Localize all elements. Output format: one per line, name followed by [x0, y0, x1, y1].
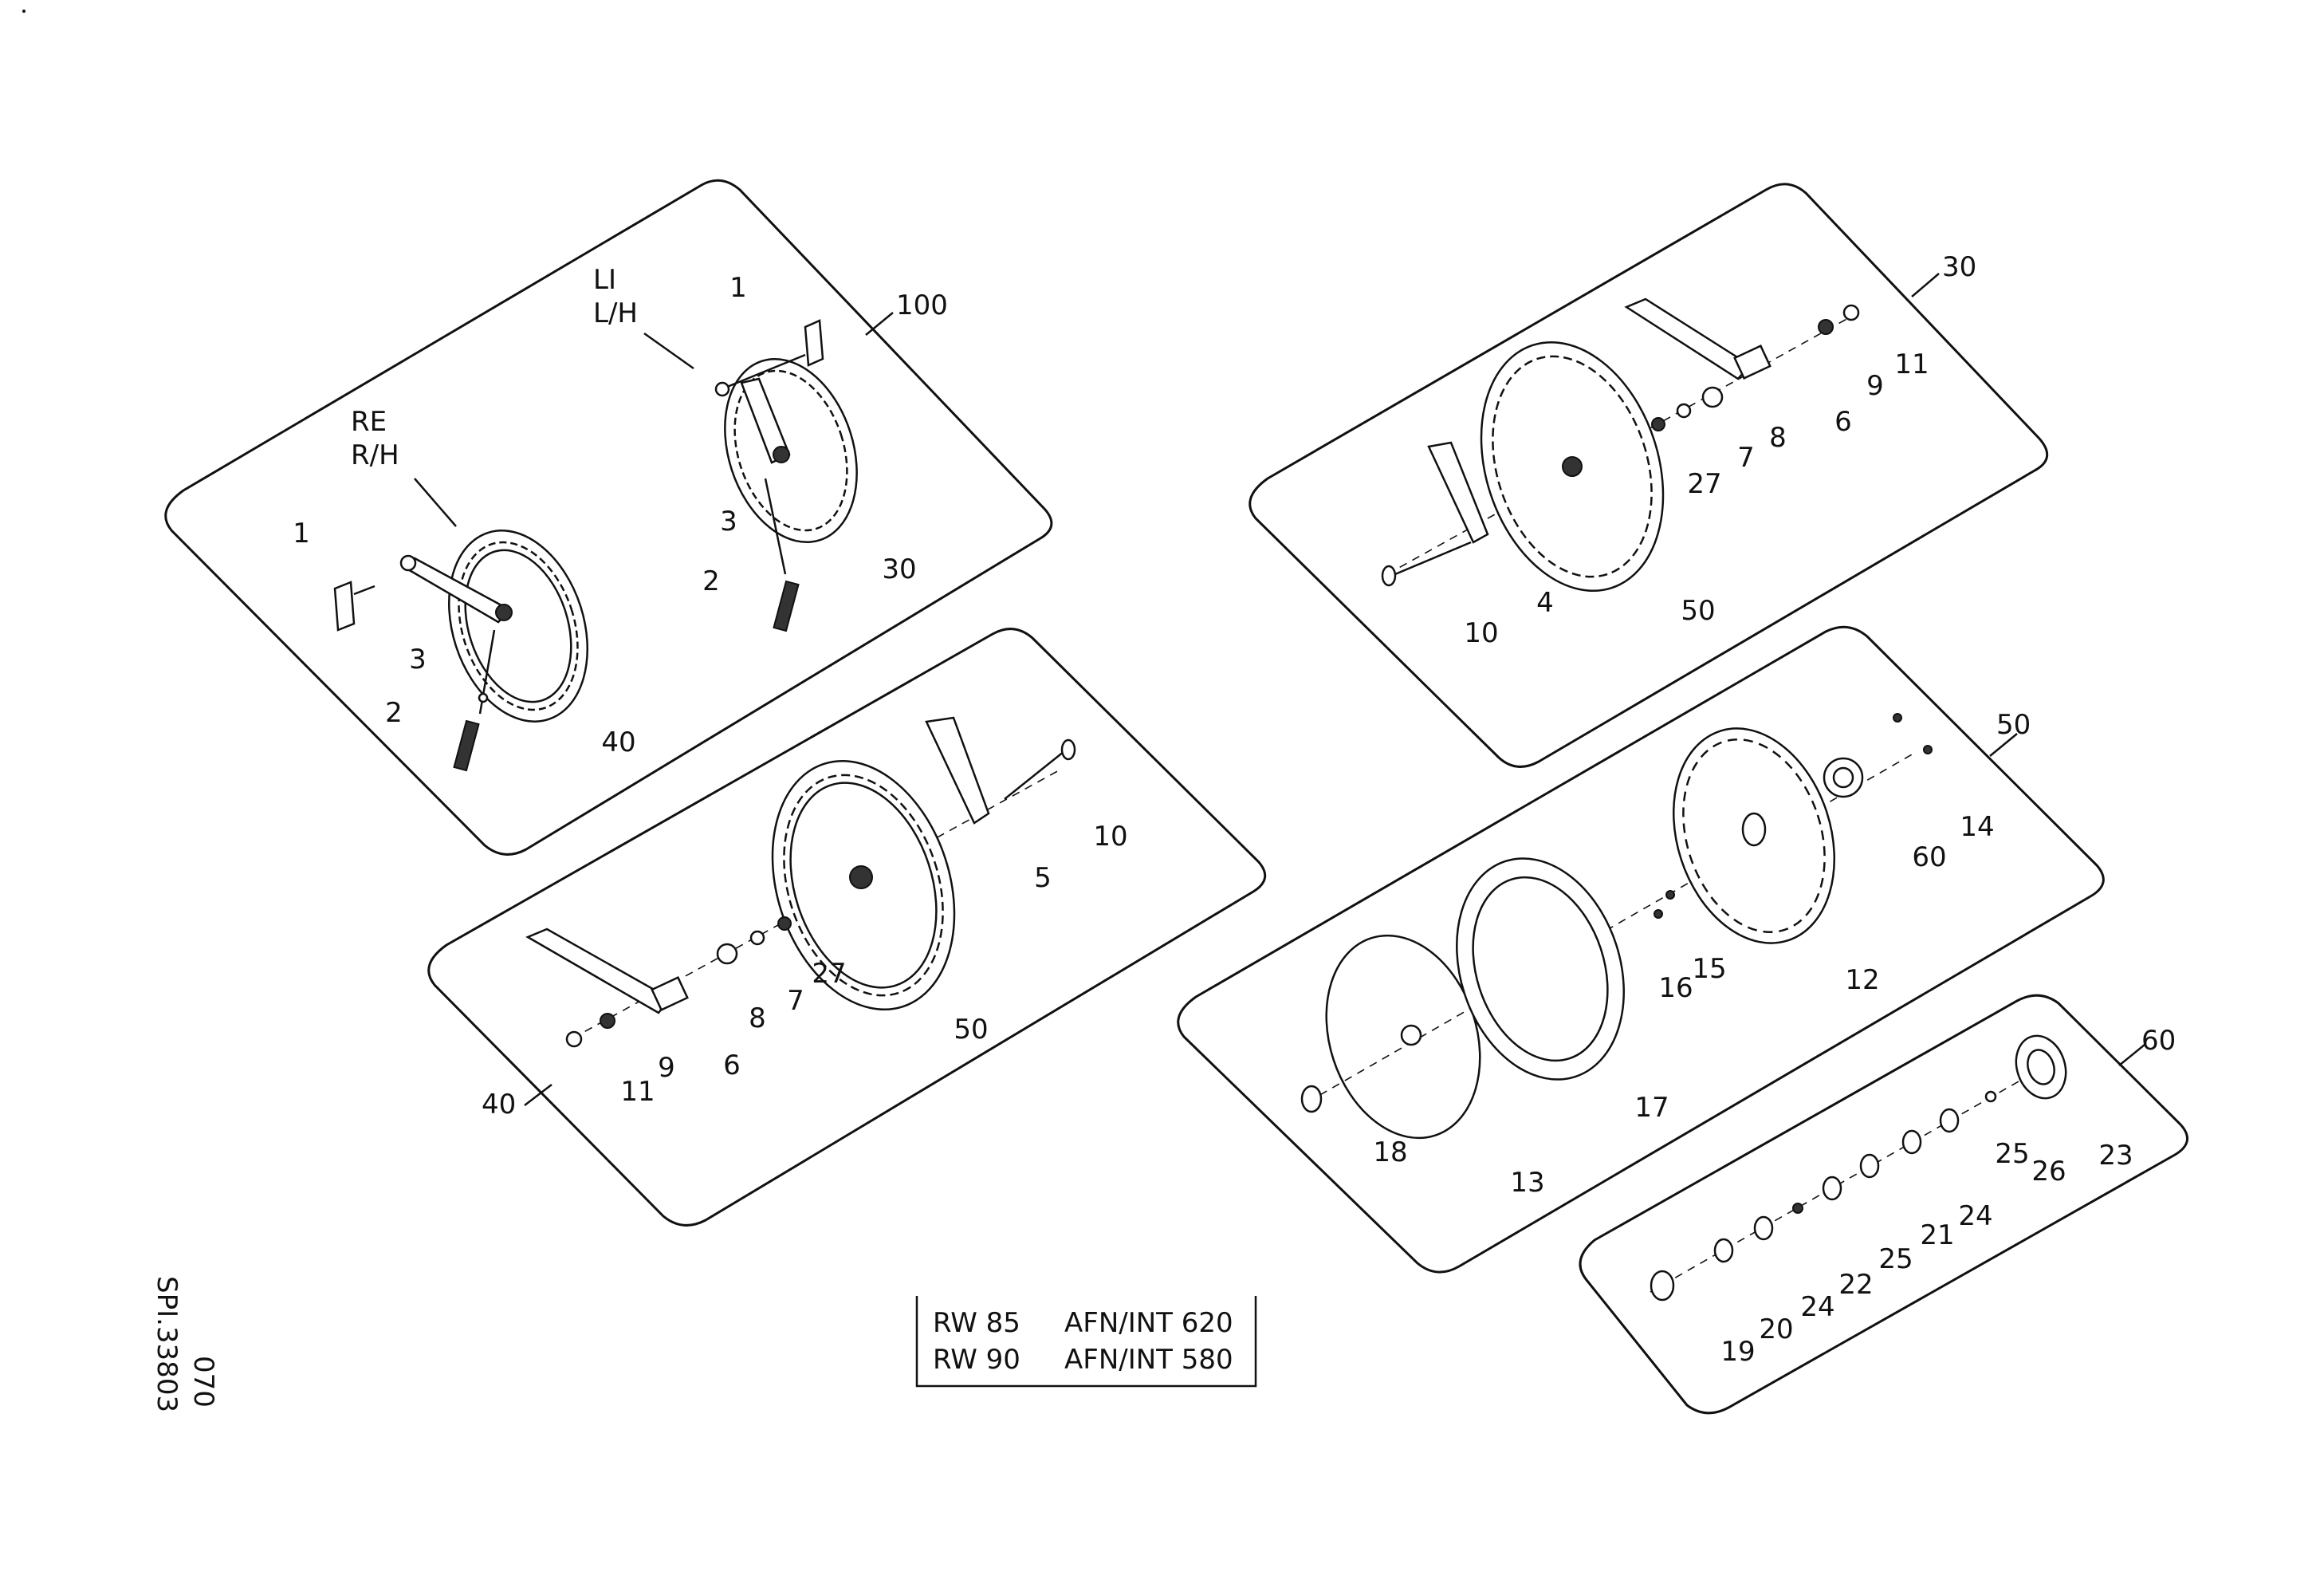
callout-p60-9: 19	[1720, 1336, 1755, 1368]
wheel-assembly-right-hand	[333, 530, 589, 772]
panel-60	[1579, 994, 2188, 1415]
group-label-100: 100	[896, 289, 948, 321]
callout-p60-0: 23	[2098, 1140, 2133, 1172]
callout-p50-6: 18	[1373, 1136, 1407, 1168]
side-label-li: LI	[593, 264, 616, 296]
group-label-60: 60	[2141, 1025, 2176, 1057]
callout-p30-3: 8	[1769, 422, 1787, 454]
callout-p50-7: 13	[1510, 1167, 1544, 1199]
callout-p50-2: 12	[1845, 964, 1879, 996]
hub-23	[2015, 1034, 2067, 1100]
codes-row-1-code: AFN/INT 620	[1064, 1307, 1233, 1339]
codes-row-1-rw: RW 85	[933, 1307, 1020, 1339]
lever-6-b	[1624, 297, 1752, 380]
callout-p50-3: 15	[1692, 953, 1726, 985]
side-label-rh: R/H	[351, 439, 399, 471]
callout-p60-6: 22	[1838, 1269, 1873, 1301]
panel-60-outline	[1579, 994, 2188, 1415]
lever-6	[525, 927, 671, 1014]
callout-p40-6: 6	[723, 1050, 741, 1081]
callout-p60-2: 25	[1995, 1138, 2029, 1170]
codes-row-2-rw: RW 90	[933, 1344, 1020, 1376]
group-label-40: 40	[482, 1089, 516, 1120]
panel-100	[164, 179, 1053, 856]
callout-p40-7: 9	[658, 1052, 675, 1084]
callout-p30-2: 6	[1834, 406, 1852, 438]
callout-p40-3: 27	[812, 958, 846, 990]
callout-p50-5: 17	[1634, 1092, 1669, 1124]
callout-p30-6: 50	[1681, 595, 1715, 627]
group-label-30: 30	[1942, 251, 1976, 283]
callout-p30-8: 10	[1464, 617, 1498, 649]
corner-dot	[22, 10, 26, 13]
arm-4	[1427, 441, 1489, 544]
callout-p100-1: 3	[409, 644, 427, 675]
callout-p40-4: 7	[787, 985, 804, 1017]
codes-row-2-code: AFN/INT 580	[1064, 1344, 1233, 1376]
callout-p100-3: 40	[601, 727, 635, 758]
callout-p100-6: 2	[702, 565, 720, 597]
panel-30-outline	[1249, 183, 2048, 768]
callout-p40-2: 50	[954, 1014, 988, 1046]
callout-p40-0: 10	[1093, 821, 1127, 853]
callout-p100-4: 1	[729, 272, 747, 304]
callout-p100-7: 30	[882, 553, 916, 585]
callout-p50-1: 60	[1912, 841, 1946, 873]
panel-30	[1249, 183, 2048, 768]
callout-p30-0: 11	[1894, 349, 1929, 380]
callout-p100-2: 2	[385, 697, 403, 729]
panel-50-outline	[1177, 625, 2105, 1274]
callout-p40-8: 11	[620, 1076, 655, 1108]
group-label-50: 50	[1996, 709, 2031, 741]
panel-40	[427, 628, 1267, 1227]
codes-table: RW 85 AFN/INT 620 RW 90 AFN/INT 580	[915, 1296, 1257, 1388]
bushing-19	[1650, 1270, 1675, 1302]
callout-p50-4: 16	[1658, 972, 1693, 1004]
callout-p50-0: 14	[1960, 811, 1994, 843]
callout-p60-5: 25	[1878, 1243, 1913, 1275]
callout-p30-7: 4	[1536, 587, 1554, 619]
callout-p60-8: 20	[1759, 1313, 1793, 1345]
panel-100-outline	[164, 179, 1053, 856]
callout-p60-4: 21	[1920, 1219, 1954, 1251]
callout-p30-5: 27	[1687, 468, 1721, 500]
panel-40-outline	[427, 628, 1267, 1227]
hub-60	[1823, 757, 1864, 798]
drawing-id: SPI.33803	[151, 1276, 183, 1412]
arm-5	[925, 716, 990, 825]
panel-50	[1177, 625, 2105, 1274]
callout-p30-4: 7	[1737, 442, 1755, 474]
callout-p60-1: 26	[2031, 1156, 2066, 1187]
drawing-page: 070	[187, 1356, 219, 1408]
callout-p100-0: 1	[293, 518, 310, 549]
tyre-17	[1456, 857, 1625, 1081]
callout-p30-1: 9	[1866, 370, 1884, 402]
side-label-re: RE	[351, 406, 387, 438]
callout-p100-5: 3	[720, 506, 737, 538]
callout-p40-1: 5	[1034, 862, 1052, 894]
callout-p40-5: 8	[749, 1002, 766, 1034]
callout-p60-3: 24	[1958, 1200, 1992, 1232]
callout-p60-7: 24	[1800, 1291, 1834, 1323]
side-label-lh: L/H	[593, 297, 638, 329]
wheel-assembly-left-hand	[714, 319, 858, 632]
